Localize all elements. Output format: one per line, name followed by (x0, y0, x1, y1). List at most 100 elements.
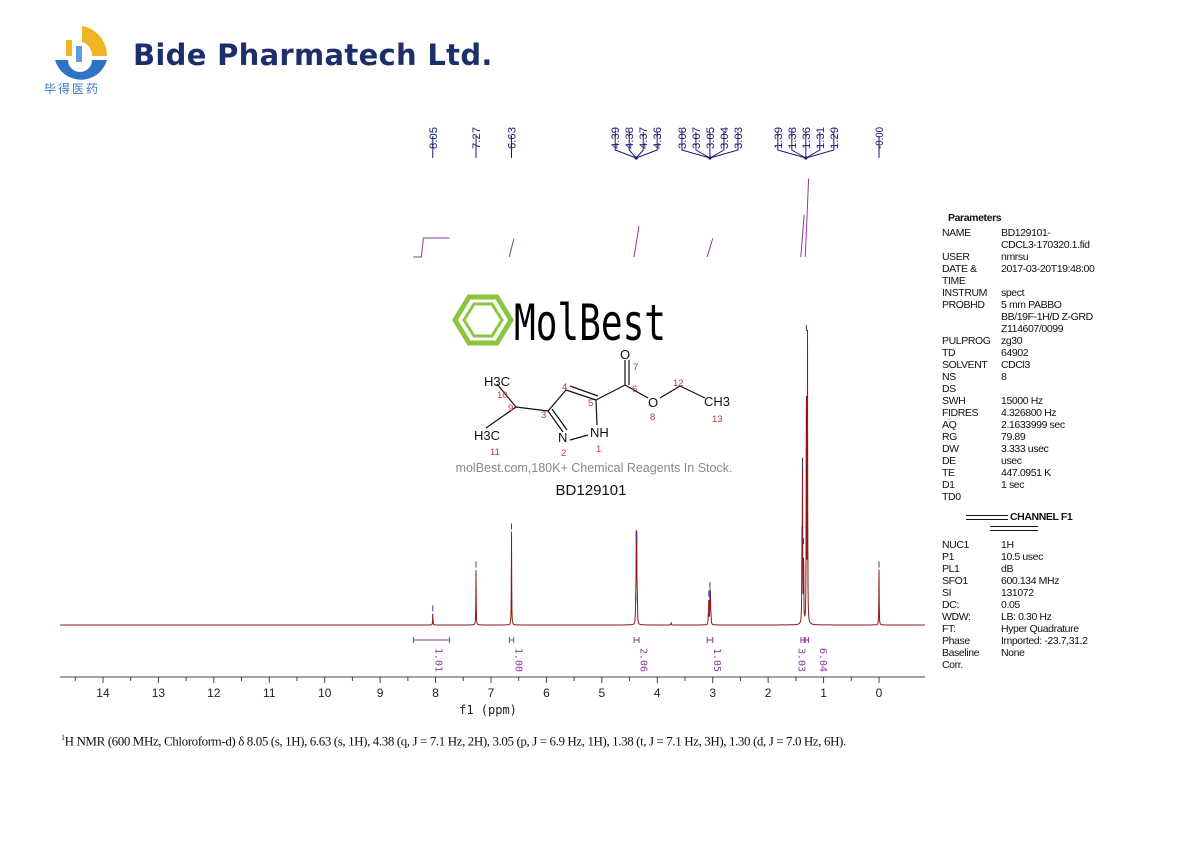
integral-value: 1.00 (512, 648, 523, 672)
atom-number: 8 (650, 412, 655, 423)
bond (551, 408, 568, 431)
parameter-key: DW (942, 443, 959, 455)
atom-number: 5 (588, 398, 593, 409)
parameter-row: DATE &2017-03-20T19:48:00 (942, 263, 1095, 275)
parameter-key: DC: (942, 599, 959, 611)
peak-label-leader (628, 132, 637, 159)
integral-value: 1.05 (711, 648, 722, 672)
peak-label-leader (709, 132, 739, 159)
peak-label-leader (791, 132, 807, 159)
x-tick-label: 14 (96, 686, 110, 700)
bond (569, 434, 589, 441)
parameter-key: USER (942, 251, 970, 263)
atom-label: H3C (474, 428, 500, 443)
peak-label-leader (709, 132, 725, 159)
parameter-value: 1 sec (1001, 479, 1025, 491)
bond (679, 385, 706, 399)
watermark-logo-text: MolBest (514, 294, 666, 352)
parameter-row: DS (942, 383, 1094, 395)
atom-number: 10 (497, 390, 508, 401)
parameter-value: 15000 Hz (1001, 395, 1043, 407)
parameter-value: 8 (1001, 371, 1007, 383)
peak-label: -0.00 (874, 127, 886, 149)
bond (659, 385, 681, 399)
atom-number: 12 (673, 378, 684, 389)
parameter-key: TD (942, 347, 956, 359)
parameter-value: 4.326800 Hz (1001, 407, 1057, 419)
peak-label: 4.39 (610, 127, 622, 149)
company-name-cn: 毕得医药 (44, 82, 101, 96)
multiplet-node (804, 156, 808, 160)
bond (565, 389, 597, 401)
parameter-row: CDCL3-170320.1.fid (942, 239, 1094, 251)
parameter-key: D1 (942, 479, 955, 491)
integral-bracket (804, 637, 810, 643)
parameter-key (942, 323, 1001, 335)
parameter-row: TD 64902 (942, 347, 1094, 359)
compound-id: BD129101 (556, 482, 627, 499)
parameter-key: NS (942, 371, 956, 383)
parameter-value: 131072 (1001, 587, 1034, 599)
parameter-row: PROBHD 5 mm PABBO (942, 299, 1094, 311)
parameter-row: WDW: LB: 0.30 Hz (942, 611, 1094, 623)
parameter-value: Z114607/0099 (1001, 323, 1064, 335)
atom-number: 2 (561, 448, 566, 459)
x-axis-label: f1 (ppm) (459, 703, 517, 717)
bond (547, 410, 564, 433)
parameter-key: PROBHD (942, 299, 985, 311)
parameter-row: NS 8 (942, 371, 1094, 383)
chemical-structure: MolBestNHNOOH3CH3CCH312345678910111213mo… (452, 294, 732, 499)
parameter-key: DATE & (942, 263, 977, 275)
parameter-key: PL1 (942, 563, 960, 575)
parameter-key: INSTRUM (942, 287, 988, 299)
x-tick-label: 6 (543, 686, 550, 700)
peak-label: 3.05 (705, 127, 717, 149)
parameter-row: BB/19F-1H/D Z-GRD (942, 311, 1094, 323)
atom-number: 11 (490, 447, 500, 458)
parameter-value: CDCl3 (1001, 359, 1030, 371)
bond (515, 406, 549, 412)
integral-curve (508, 238, 515, 258)
parameter-value: LB: 0.30 Hz (1001, 611, 1052, 623)
integral-bracket (706, 637, 714, 643)
atom-number: 7 (633, 362, 638, 373)
integral-value: 3.03 (796, 648, 807, 672)
company-name: Bide Pharmatech Ltd. (133, 38, 493, 72)
parameter-value: 5 mm PABBO (1001, 299, 1062, 311)
x-tick-label: 4 (654, 686, 661, 700)
parameter-value: 2.1633999 sec (1001, 419, 1065, 431)
parameter-key: WDW: (942, 611, 971, 623)
x-tick-label: 7 (488, 686, 495, 700)
parameter-value: 1H (1001, 539, 1014, 551)
molbest-logo-icon (452, 294, 514, 346)
bond (595, 384, 626, 401)
parameter-key: Baseline (942, 647, 980, 659)
bond (595, 399, 598, 426)
atom-number: 6 (632, 384, 637, 395)
parameter-key: DS (942, 383, 956, 395)
parameter-value: nmrsu (1001, 251, 1029, 263)
atom-number: 1 (596, 444, 601, 455)
x-tick-label: 2 (765, 686, 772, 700)
peak-label-leader (635, 132, 644, 159)
peak-label-leader (805, 132, 835, 159)
peak-label: 3.04 (719, 127, 731, 149)
multiplet-node (708, 156, 712, 160)
atom-label: N (558, 430, 567, 445)
parameter-value: None (1001, 647, 1025, 659)
parameter-value: 64902 (1001, 347, 1029, 359)
parameter-value: Hyper Quadrature (1001, 623, 1079, 635)
parameter-key: FIDRES (942, 407, 979, 419)
x-tick-label: 8 (432, 686, 439, 700)
atom-label: O (620, 347, 630, 362)
parameter-key (942, 311, 1001, 323)
